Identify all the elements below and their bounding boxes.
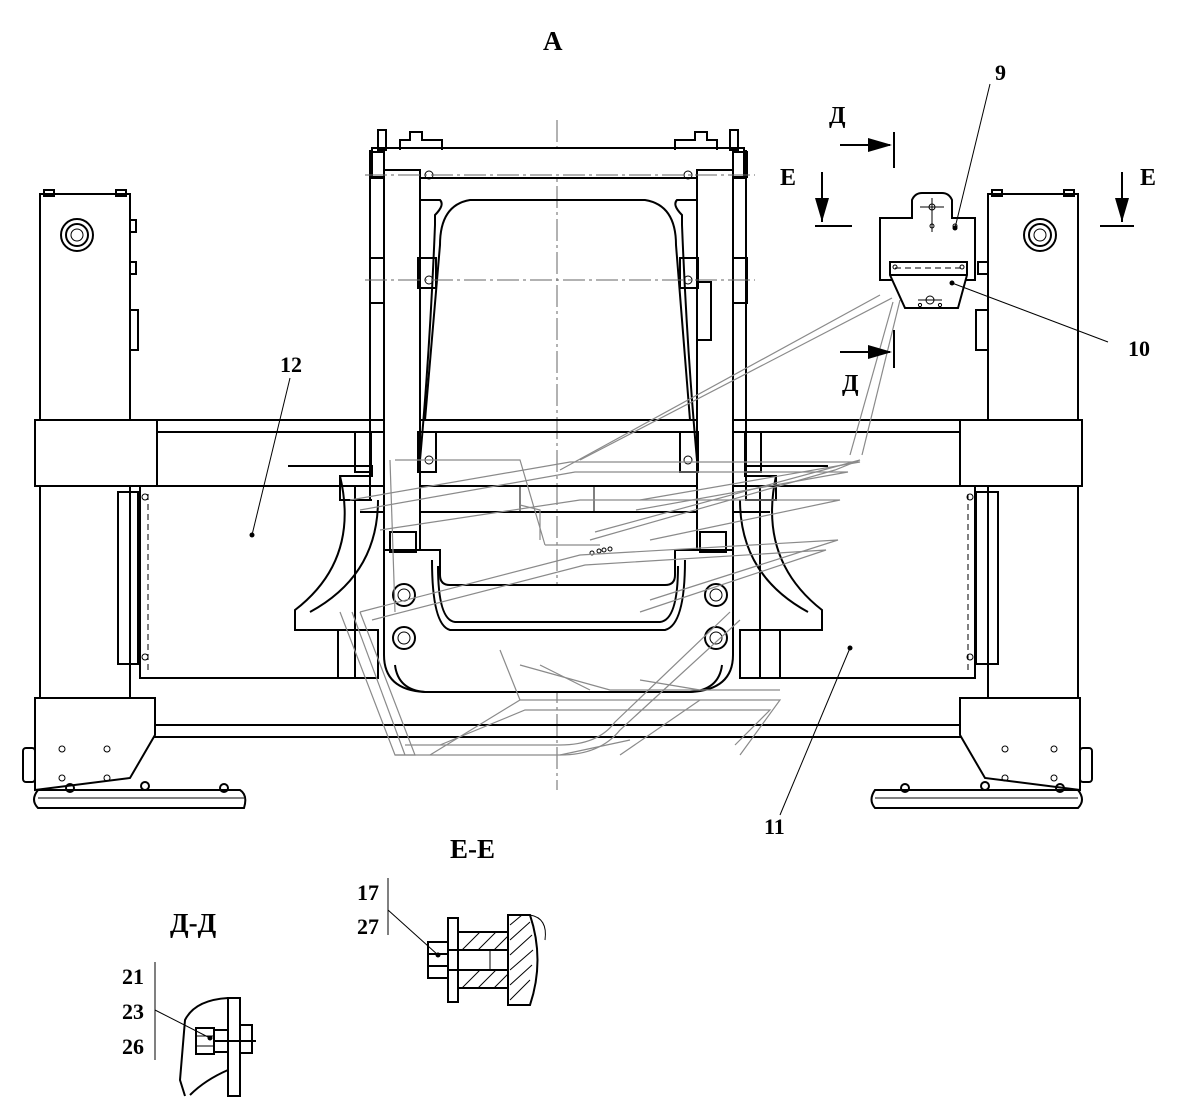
callout-11: 11 [764,814,785,839]
section-label-e-left: Е [780,165,797,191]
section-label-e-right: Е [1140,165,1157,191]
section-title-ee: Е-Е [450,834,496,864]
section-title-dd: Д-Д [170,908,217,938]
view-title: А [543,26,563,56]
phantom-outline [339,294,901,756]
section-dd-detail [178,997,256,1097]
leader-lines [154,83,1109,1060]
section-label-d-bottom: Д [842,371,859,397]
callout-12: 12 [280,352,302,377]
section-label-d-top: Д [829,103,846,129]
callout-23: 23 [122,999,144,1024]
callout-21: 21 [122,964,144,989]
right-column [870,189,1093,809]
base-housing [383,531,734,693]
section-arrows [815,132,1134,368]
callout-17: 17 [357,880,379,905]
callout-10: 10 [1128,336,1150,361]
callout-26: 26 [122,1034,144,1059]
section-ee-detail [427,914,546,1006]
left-column [22,189,247,809]
callout-27: 27 [357,914,379,939]
central-mast [354,129,762,551]
callout-9: 9 [995,60,1006,85]
bracket-part-10 [889,261,968,309]
